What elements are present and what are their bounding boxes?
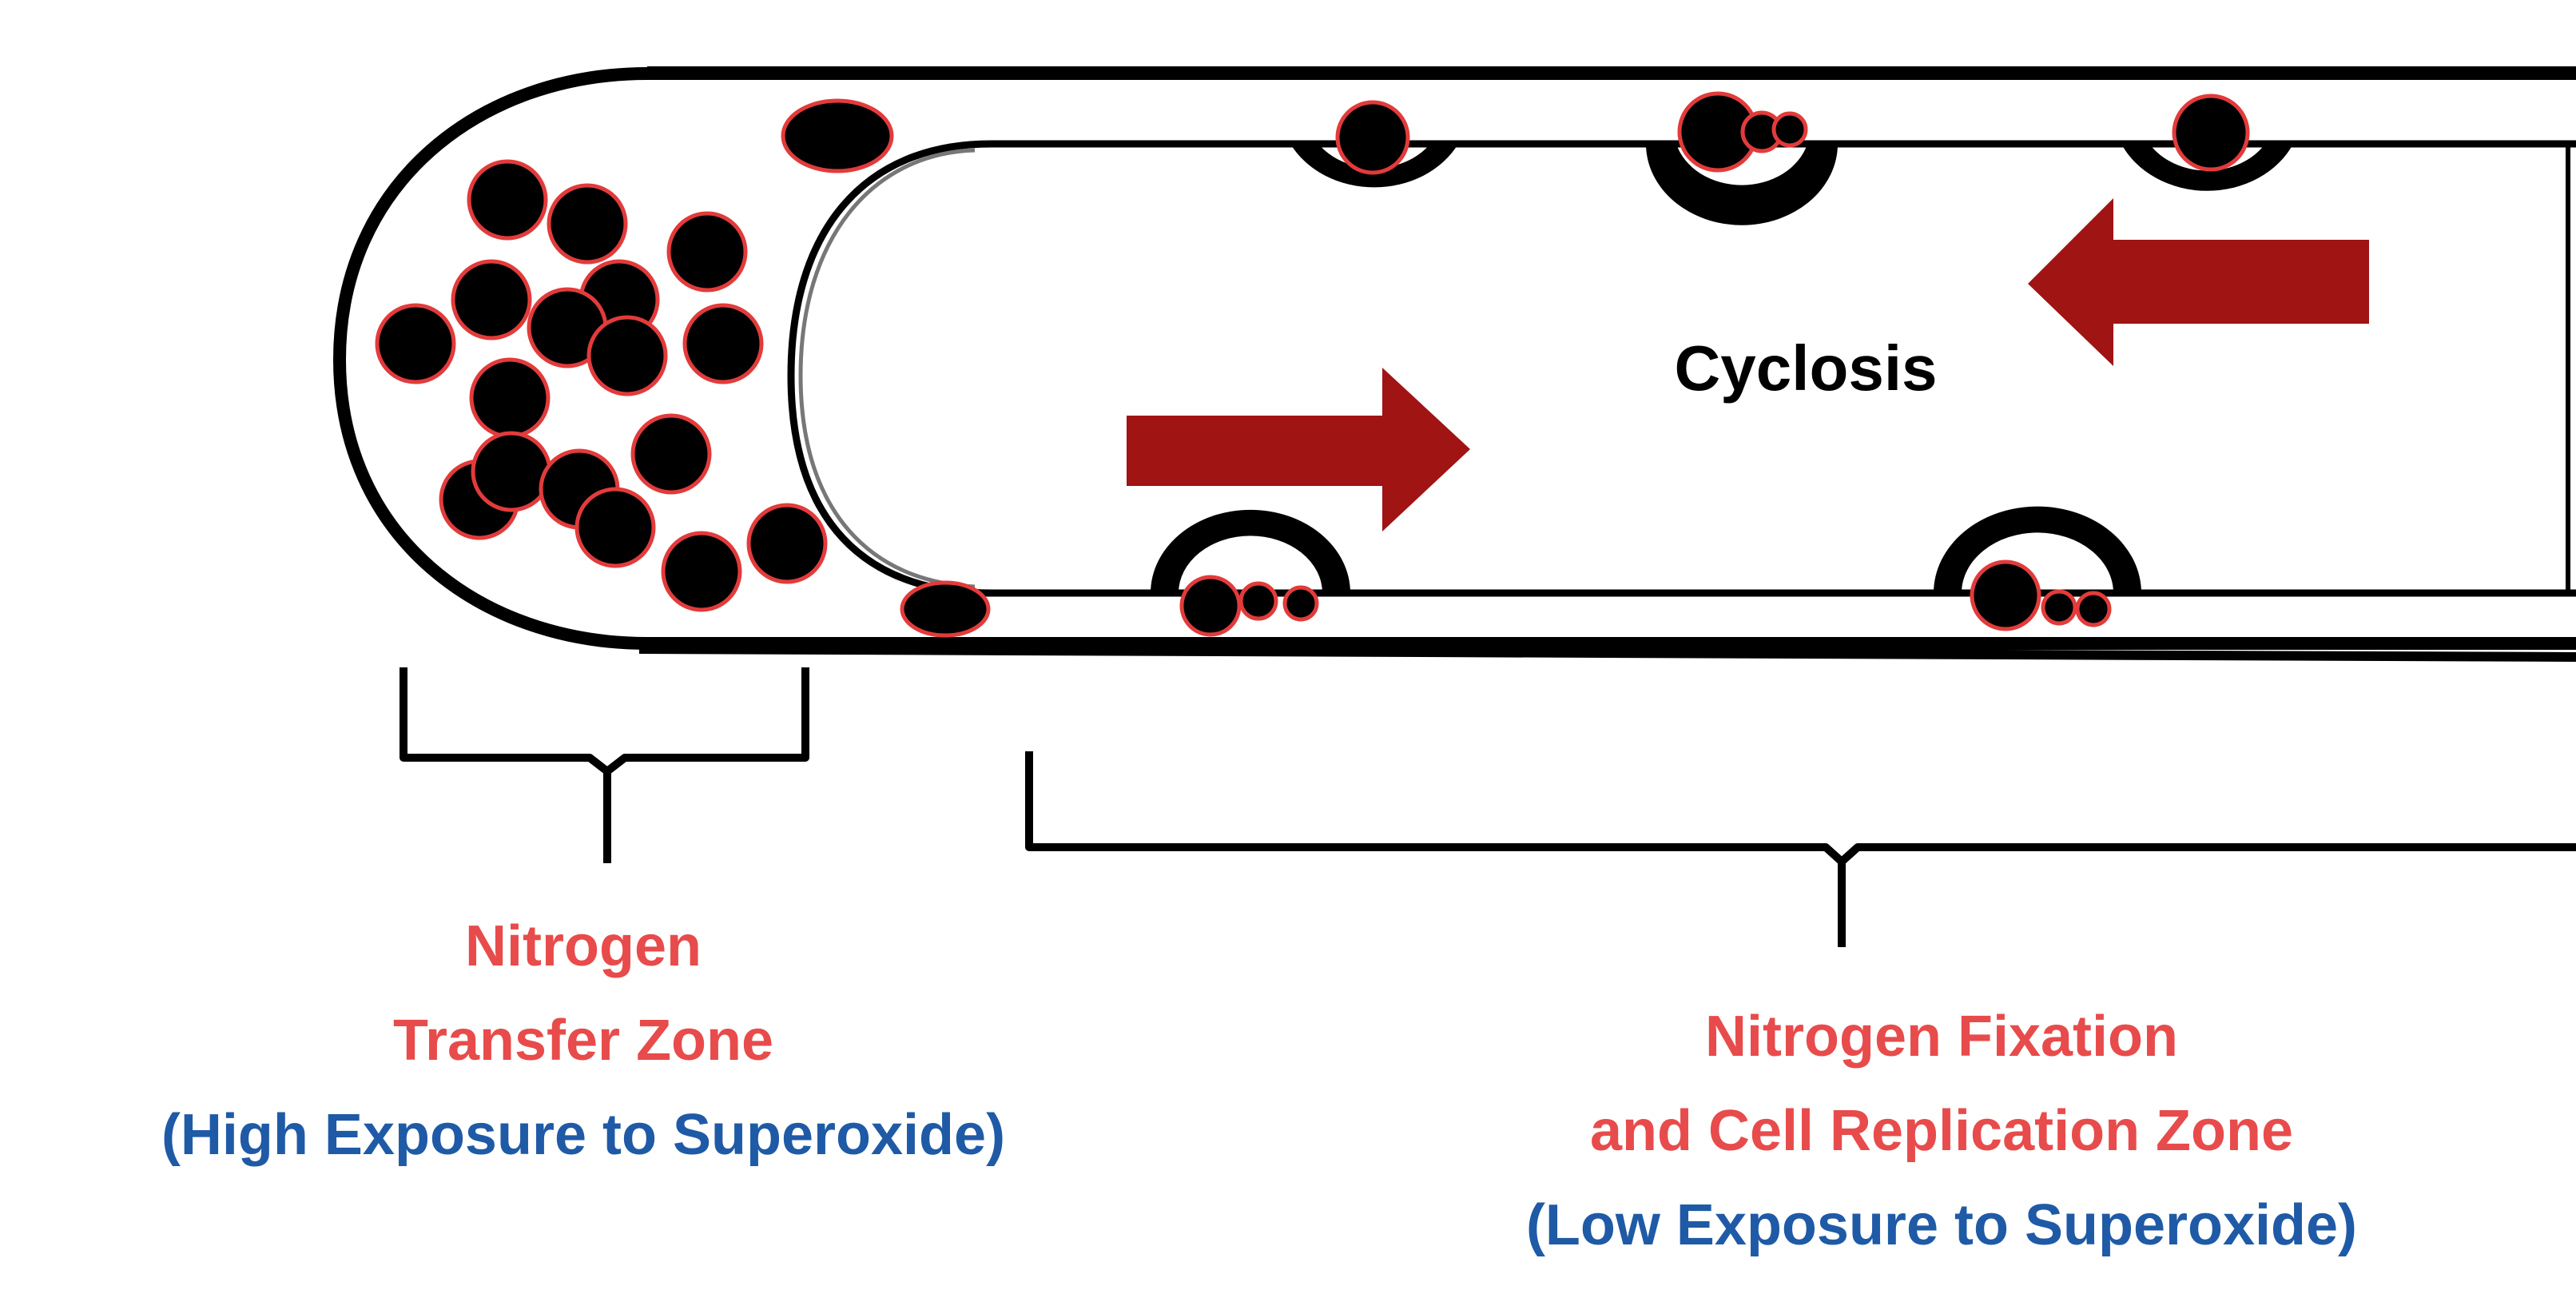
transfer-zone-bacteria [375,98,991,638]
transfer-zone-subtitle: (High Exposure to Superoxide) [161,1103,1006,1167]
transfer-zone-title-line2: Transfer Zone [392,1009,774,1073]
fixation-zone-subtitle: (Low Exposure to Superoxide) [1525,1193,2358,1257]
outer-cell-wall-bottom-edge [638,644,2576,662]
transfer-zone-title-line1: Nitrogen [465,914,702,978]
cyclosis-label: Cyclosis [1674,332,1937,404]
transfer-zone-label: Nitrogen Transfer Zone (High Exposure to… [48,899,1119,1182]
fixation-zone-title-line2: and Cell Replication Zone [1589,1099,2294,1163]
symbiosome-bacteroids [1179,91,2250,637]
cyclosis-arrow-right [1127,368,1470,532]
symbiosome-pocket [1646,144,1838,225]
cyclosis-arrow-left [2028,198,2369,366]
transfer-zone-brace [400,667,809,863]
fixation-zone-brace [1025,751,2576,947]
fixation-zone-title-line1: Nitrogen Fixation [1705,1005,2178,1069]
fixation-zone-label: Nitrogen Fixation and Cell Replication Z… [1406,989,2477,1272]
symbiosome-pocket [1934,506,2141,593]
symbiosome-pocket [1290,144,1458,188]
symbiosome-pocket [1151,509,1350,593]
inner-vacuole-membrane-shadow [798,148,976,589]
inner-vacuole-membrane [787,140,2576,597]
symbiosome-pocket [2121,144,2293,191]
outer-cell-wall [332,67,2576,650]
